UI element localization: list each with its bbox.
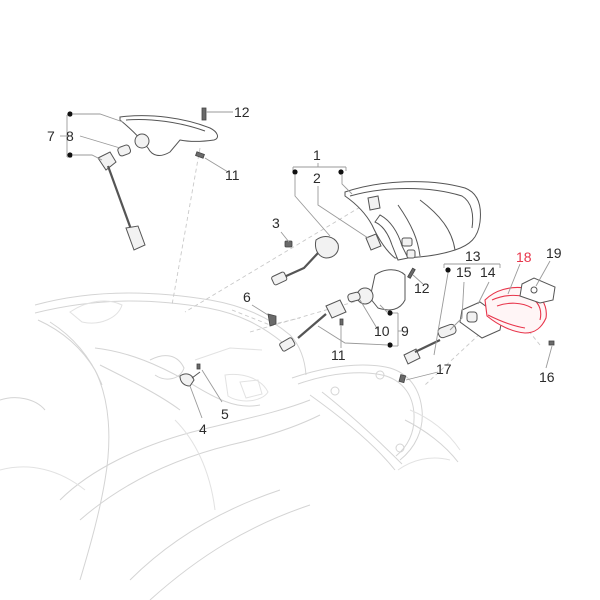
callout-labels: 1 2 3 4 5 6 7 8 9 10 11 11 12 12 13 14 1… [47, 104, 562, 437]
callout-16: 16 [539, 369, 555, 385]
screw-12 [201, 107, 207, 121]
screw-16 [548, 340, 555, 346]
callout-8: 8 [66, 128, 74, 144]
callout-13: 13 [465, 248, 481, 264]
callout-11b: 11 [331, 347, 346, 363]
plate-light-housing [369, 269, 406, 311]
callout-7: 7 [47, 128, 55, 144]
screw-12b [407, 267, 416, 279]
scooter-body-outline [0, 292, 461, 600]
license-plate-light-assembly [279, 267, 416, 352]
nut-11b [339, 318, 344, 326]
callout-1: 1 [313, 147, 321, 163]
bracket-9 [317, 299, 402, 348]
bulb-8 [117, 144, 132, 157]
lens-19 [519, 277, 556, 304]
tail-light-assembly [271, 181, 481, 286]
bracket-13 [433, 263, 501, 356]
front-indicator-assembly [97, 107, 218, 251]
bracket-7 [60, 111, 124, 161]
callout-4: 4 [199, 421, 207, 437]
connector [125, 225, 146, 251]
callout-15: 15 [456, 264, 472, 280]
callout-9: 9 [401, 323, 409, 339]
right-light-assembly [398, 277, 556, 384]
bulb-10 [347, 291, 361, 303]
bulb-socket [97, 151, 117, 171]
callout-12a: 12 [234, 104, 250, 120]
callout-2: 2 [313, 170, 321, 186]
callout-10: 10 [374, 323, 390, 339]
callout-17: 17 [436, 361, 452, 377]
nut-11 [195, 151, 205, 159]
fastener-4 [179, 371, 201, 387]
clip-6 [267, 313, 277, 327]
clip-17 [398, 374, 407, 384]
bulb-socket-1 [315, 236, 339, 259]
callout-19: 19 [546, 245, 562, 261]
pin-5 [196, 363, 201, 370]
bulb-2 [365, 233, 382, 251]
callout-18-highlighted: 18 [516, 249, 532, 265]
bulb-15 [437, 323, 457, 339]
callout-5: 5 [221, 406, 229, 422]
callout-6: 6 [243, 289, 251, 305]
callout-11a: 11 [225, 167, 240, 183]
callout-12b: 12 [414, 280, 430, 296]
bracket-1 [292, 163, 369, 239]
callout-14: 14 [480, 264, 496, 280]
callout-3: 3 [272, 215, 280, 231]
